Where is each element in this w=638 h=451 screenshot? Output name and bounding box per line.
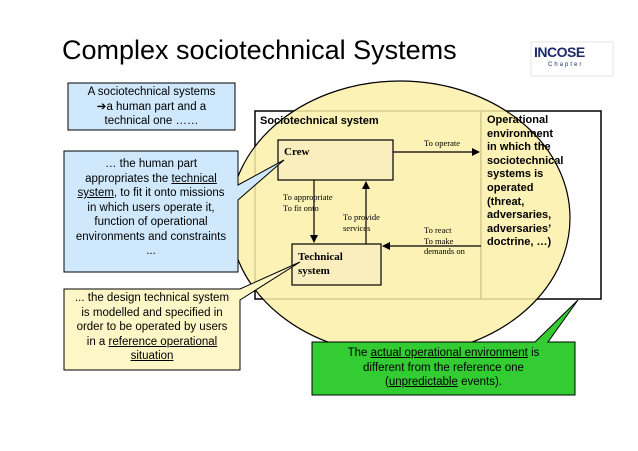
environment-line9: adversaries’: [487, 222, 552, 235]
technical-system-box: [291, 243, 382, 286]
environment-line6: operated: [487, 181, 534, 194]
callout-middle-left-line7: ...: [146, 245, 156, 257]
technical-system-label-line2: system: [298, 265, 330, 277]
react-label-line3: demands on: [424, 246, 465, 256]
callout-bottom-right-line3c: events).: [457, 376, 502, 388]
technical-system-label: Technical system: [298, 250, 343, 278]
callout-bottom-left-line1: ... the design technical system: [74, 292, 230, 304]
environment-line7: (threat,: [487, 195, 525, 208]
callout-bottom-right-line2: different from the reference one: [363, 361, 524, 374]
services-label-line2: services: [343, 222, 371, 233]
environment-line2: environment: [487, 127, 554, 140]
callout-middle-left-line2a: appropriates the: [85, 172, 172, 185]
callout-bottom-right-line1a: The: [347, 347, 371, 359]
react-label-line2: To make: [424, 235, 454, 246]
callout-middle-left-line3a: system: [77, 187, 114, 199]
react-label: To react To make demands on: [424, 225, 465, 257]
callout-bottom-right-line3b: unpredictable: [388, 376, 458, 388]
callout-middle-left-line3b: , to fit it onto missions: [113, 187, 225, 199]
callout-bottom-right: The actual operational environment is di…: [312, 346, 575, 390]
callout-middle-left-line6: environments and constraints: [75, 230, 227, 243]
callout-bottom-left-line4a: in a: [86, 335, 109, 348]
incose-logo-tagline: Chapter: [548, 62, 584, 68]
services-label-line1: To provide: [343, 212, 380, 222]
environment-line1: Operational: [487, 114, 549, 126]
appropriate-label-line1: To appropriate: [283, 192, 333, 202]
callout-top-left-line1: A sociotechnical systems: [87, 86, 216, 98]
operational-environment-text: Operational environment in which the soc…: [487, 114, 563, 250]
callout-bottom-left-line5: situation: [130, 350, 174, 362]
callout-bottom-left-shape: [63, 261, 301, 371]
logo-frame: [530, 41, 614, 77]
callout-top-left-line2: a human part and a: [106, 100, 207, 113]
appropriate-label: To appropriate To fit onto: [283, 192, 333, 213]
callout-middle-left-line1: … the human part: [104, 158, 198, 170]
callout-bottom-right-line1b: actual operational environment: [370, 347, 528, 359]
callout-bottom-right-line1c: is: [527, 347, 540, 359]
callout-middle-left: … the human part appropriates the techni…: [64, 157, 238, 259]
slide-title: Complex sociotechnical Systems: [62, 35, 457, 65]
callout-bottom-right-line3a: (: [384, 376, 389, 388]
environment-line4: sociotechnical: [487, 154, 564, 167]
incose-logo: INCOSE: [534, 44, 585, 60]
react-label-line1: To react: [424, 225, 452, 235]
callout-top-left: A sociotechnical systems ➔a human part a…: [68, 85, 235, 129]
callout-middle-left-line5: function of operational: [94, 216, 208, 228]
callout-bottom-left-line2: is modelled and specified in: [81, 306, 223, 319]
sociotechnical-system-label: Sociotechnical system: [260, 115, 379, 127]
callout-middle-left-line4: in which users operate it,: [87, 201, 215, 214]
environment-line8: adversaries,: [487, 209, 552, 222]
technical-system-label-line1: Technical: [298, 251, 343, 263]
crew-label: Crew: [284, 146, 310, 158]
operate-label: To operate: [424, 138, 460, 148]
callout-bottom-right-shape: [311, 299, 579, 396]
environment-line3: in which the: [487, 141, 551, 154]
environment-line10: doctrine, …): [487, 236, 552, 249]
callout-middle-left-line2b: technical: [171, 172, 217, 185]
callout-top-left-shape: [67, 82, 236, 131]
appropriate-label-line2: To fit onto: [283, 202, 319, 213]
callout-middle-left-shape: [63, 150, 285, 273]
arrow-icon: ➔: [96, 100, 107, 113]
callout-bottom-left: ... the design technical system is model…: [64, 291, 240, 364]
callout-bottom-left-line4b: reference operational: [108, 335, 218, 348]
services-label: To provide services: [343, 212, 380, 233]
environment-line5: systems is: [487, 168, 544, 181]
callout-bottom-left-line3: order to be operated by users: [76, 321, 228, 333]
callout-top-left-line3: technical one ……: [104, 115, 199, 127]
crew-box: [277, 139, 394, 181]
